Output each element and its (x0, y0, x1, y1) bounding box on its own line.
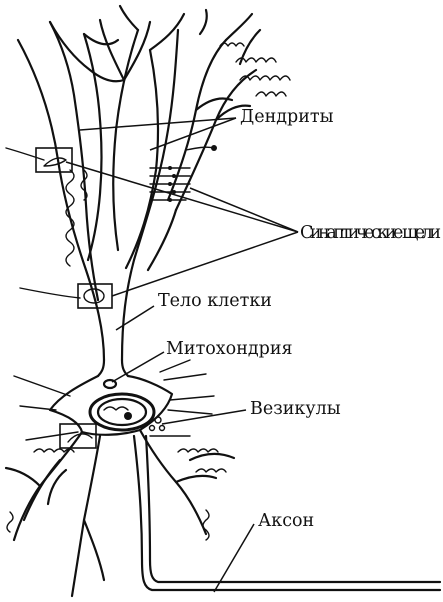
label-mitochondrion: Митохондрия (166, 339, 293, 359)
label-dendrites: Дендриты (240, 107, 334, 127)
label-axon: Аксон (258, 511, 314, 531)
label-synaptic-clefts: Синаптические щели (300, 223, 441, 243)
label-vesicles: Везикулы (250, 399, 341, 419)
lower-processes (6, 430, 440, 596)
label-cell-body: Тело клетки (158, 291, 272, 311)
cell-body (14, 360, 214, 440)
